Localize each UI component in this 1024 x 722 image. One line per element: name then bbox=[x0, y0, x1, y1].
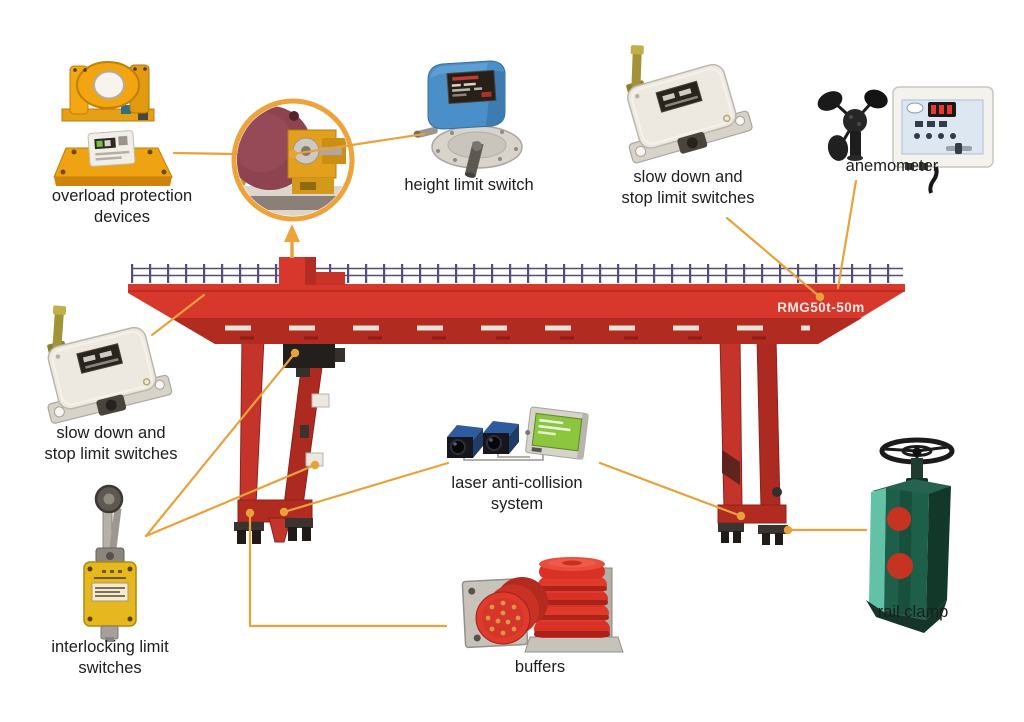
callout-dots bbox=[245, 149, 825, 535]
rail-clamp-image bbox=[866, 437, 955, 633]
slowdown-stop-limit-switch-top-image bbox=[601, 18, 756, 169]
overload-protection-device-image bbox=[53, 61, 173, 186]
interlocking-limit-switch-image bbox=[83, 484, 137, 642]
callout-lines bbox=[144, 132, 868, 628]
label-interlocking-limit-switches: interlocking limit switches bbox=[51, 638, 169, 677]
callout-line-interlocking-2 bbox=[144, 463, 317, 538]
label-slowdown-stop-limit-switches-left: slow down and stop limit switches bbox=[44, 424, 178, 463]
laser-anti-collision-system-image bbox=[447, 406, 589, 461]
anemometer-image bbox=[817, 86, 994, 194]
callout-line-interlocking-1 bbox=[144, 351, 297, 538]
label-overload-protection-devices: overload protection devices bbox=[51, 187, 193, 226]
height-limit-switch-image bbox=[413, 60, 523, 178]
crane-model-text: RMG50t-50m bbox=[777, 300, 865, 315]
label-rail-clamp: rail clamp bbox=[877, 603, 949, 621]
callout-line-overload bbox=[172, 151, 238, 156]
label-anemometer: anemometer bbox=[845, 157, 939, 175]
callout-line-slowdown-left bbox=[150, 293, 206, 337]
callout-line-buffers bbox=[248, 511, 448, 628]
callout-line-laser-right bbox=[598, 461, 743, 518]
label-slowdown-stop-limit-switches-top: slow down and stop limit switches bbox=[621, 168, 755, 207]
callout-line-anemometer bbox=[836, 179, 858, 290]
callout-line-height-limit bbox=[291, 132, 426, 156]
label-buffers: buffers bbox=[514, 658, 566, 676]
inset-arrow-up-icon bbox=[284, 224, 300, 258]
label-laser-anti-collision-system: laser anti-collision system bbox=[451, 474, 583, 513]
callout-line-slowdown-top bbox=[725, 216, 822, 299]
label-height-limit-switch: height limit switch bbox=[404, 176, 534, 194]
hoist-drum-inset-image bbox=[231, 98, 355, 222]
callout-line-laser-left bbox=[282, 461, 450, 514]
buffers-image bbox=[461, 557, 624, 653]
gantry-crane-illustration: RMG50t-50m bbox=[128, 257, 905, 545]
